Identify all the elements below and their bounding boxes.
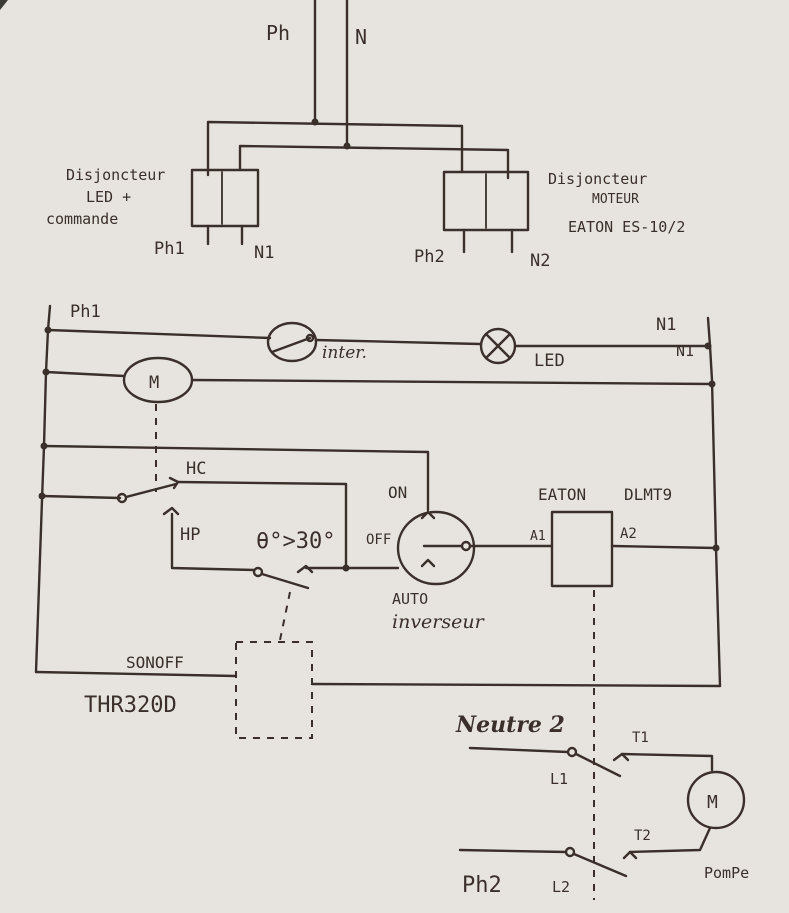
n2-top-label: N2 — [530, 251, 550, 271]
l1-blade — [574, 752, 622, 778]
t2-line — [628, 826, 712, 854]
breaker-led-commande — [190, 168, 260, 246]
a1-label: A1 — [530, 529, 546, 544]
inverseur-selector — [396, 510, 476, 586]
ph1-top-label: Ph1 — [154, 239, 185, 259]
inverseur-label: inverseur — [392, 611, 486, 633]
thermostat-blade — [260, 572, 310, 590]
hc-label: HC — [186, 459, 206, 479]
a2-label: A2 — [620, 526, 637, 542]
breaker1-subtitle: LED + — [86, 188, 131, 206]
eaton-label: EATON — [538, 485, 586, 504]
hc-line — [176, 480, 348, 570]
hp-line — [170, 512, 256, 572]
breaker2-title: Disjoncteur — [548, 170, 647, 188]
eaton-contactor — [550, 510, 614, 588]
on-feed-line — [42, 444, 430, 512]
breaker2-model: EATON ES-10/2 — [568, 218, 685, 236]
ph2-top-label: Ph2 — [414, 247, 445, 267]
power-circuit: Neutre 2 L1 T1 M T2 L2 Ph2 PomPe — [455, 712, 749, 898]
sonoff-feed-right — [310, 682, 722, 688]
led-label: LED — [534, 351, 565, 371]
hc-hp-blade — [124, 482, 178, 499]
sonoff-label: SONOFF — [126, 653, 184, 672]
ph-label: Ph — [266, 21, 290, 45]
motor2-label: M — [707, 792, 718, 813]
t2-label: T2 — [634, 828, 651, 844]
n1-top-label: N1 — [254, 243, 274, 263]
motor1-label: M — [149, 373, 159, 393]
ph2-bottom-label: Ph2 — [462, 873, 502, 898]
inter-switch — [266, 321, 318, 363]
dlmt9-label: DLMT9 — [624, 485, 672, 504]
sonoff-feed-left — [34, 670, 238, 678]
n1-rail-label: N1 — [656, 315, 676, 335]
on-label: ON — [388, 483, 407, 502]
inter-label: inter. — [322, 343, 367, 363]
t1-label: T1 — [632, 730, 649, 746]
l1-label: L1 — [550, 770, 568, 788]
neutral-bus — [238, 144, 510, 180]
l2-blade — [572, 852, 628, 878]
control-circuit: Ph1 N1 N1 inter. LED M — [34, 302, 722, 900]
breaker-moteur — [442, 170, 530, 254]
n1-rail — [706, 316, 722, 688]
ph1-rail-label: Ph1 — [70, 302, 101, 322]
n-label: N — [355, 25, 367, 49]
pompe-label: PomPe — [704, 864, 749, 882]
auto-label: AUTO — [392, 590, 428, 608]
l2-label: L2 — [552, 878, 570, 896]
hp-label: HP — [180, 525, 200, 545]
n1-rail-label-b: N1 — [676, 342, 694, 360]
theta-label: θ°>30° — [256, 529, 335, 554]
t1-line — [620, 752, 714, 772]
breaker1-title: Disjoncteur — [66, 166, 165, 184]
supply-section: Ph N Disjoncteur LED + commande Ph1 N1 D… — [46, 0, 685, 271]
thr-label: THR320D — [84, 693, 177, 718]
ph1-rail — [34, 304, 52, 674]
breaker2-subtitle: MOTEUR — [592, 192, 639, 207]
neutre2-label: Neutre 2 — [455, 712, 565, 738]
sonoff-thr320d-module — [235, 641, 313, 739]
breaker1-commande: commande — [46, 210, 118, 228]
off-label: OFF — [366, 532, 391, 548]
pump-motor: M — [686, 770, 746, 830]
hp-contact — [162, 506, 180, 516]
